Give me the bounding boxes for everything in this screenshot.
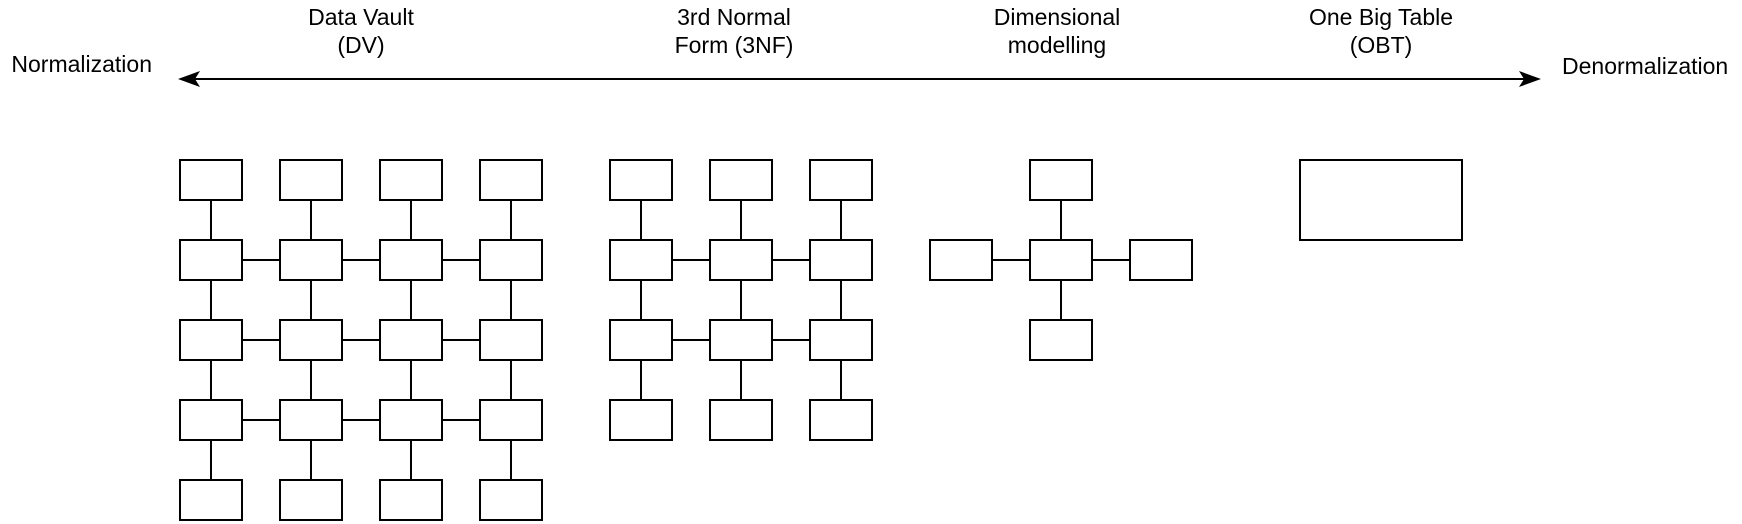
approach-title-line2: modelling: [1007, 32, 1107, 58]
3nf-table-node: [809, 399, 873, 441]
dimensional-modelling-fact-node: [1029, 239, 1093, 281]
3nf-table-node: [709, 239, 773, 281]
data-vault-table-node: [179, 159, 243, 201]
approach-title-3nf: 3rd Normal Form (3NF): [675, 3, 794, 59]
approach-title-line1: Data Vault: [308, 4, 414, 30]
dimensional-modelling-dimension-node: [1129, 239, 1193, 281]
data-vault-table-node: [479, 479, 543, 521]
data-vault-table-node: [479, 319, 543, 361]
data-vault-table-node: [479, 239, 543, 281]
3nf-table-node: [809, 159, 873, 201]
3nf-table-node: [609, 239, 673, 281]
axis-label-normalization: Normalization: [11, 51, 152, 77]
dimensional-modelling-dimension-node: [1029, 319, 1093, 361]
data-vault-table-node: [279, 479, 343, 521]
approach-title-dimensional-modelling: Dimensional modelling: [994, 3, 1121, 59]
dimensional-modelling-dimension-node: [1029, 159, 1093, 201]
3nf-table-node: [609, 319, 673, 361]
approach-title-line1: 3rd Normal: [677, 4, 791, 30]
axis-arrowhead-left: [178, 71, 200, 87]
data-vault-table-node: [179, 399, 243, 441]
data-vault-table-node: [479, 159, 543, 201]
data-vault-table-node: [179, 239, 243, 281]
3nf-table-node: [609, 159, 673, 201]
3nf-table-node: [709, 159, 773, 201]
data-vault-table-node: [279, 399, 343, 441]
3nf-table-node: [809, 239, 873, 281]
3nf-table-node: [709, 319, 773, 361]
approach-title-line2: (OBT): [1349, 32, 1413, 58]
axis-arrowhead-right: [1519, 71, 1541, 87]
data-vault-table-node: [379, 479, 443, 521]
data-vault-table-node: [279, 159, 343, 201]
data-vault-table-node: [179, 319, 243, 361]
approach-title-line1: One Big Table: [1308, 4, 1454, 30]
data-vault-table-node: [379, 239, 443, 281]
axis-label-denormalization: Denormalization: [1562, 53, 1729, 79]
approach-title-line1: Dimensional: [993, 4, 1121, 30]
approach-title-data-vault: Data Vault (DV): [308, 3, 414, 59]
approach-title-line2: (DV): [337, 32, 385, 58]
data-vault-table-node: [179, 479, 243, 521]
data-vault-table-node: [379, 319, 443, 361]
data-vault-table-node: [479, 399, 543, 441]
approach-title-line2: Form (3NF): [674, 32, 794, 58]
data-vault-table-node: [379, 159, 443, 201]
one-big-table-table-node: [1299, 159, 1463, 241]
data-vault-table-node: [279, 239, 343, 281]
data-vault-table-node: [279, 319, 343, 361]
approach-title-one-big-table: One Big Table (OBT): [1309, 3, 1453, 59]
data-vault-table-node: [379, 399, 443, 441]
3nf-table-node: [609, 399, 673, 441]
3nf-table-node: [809, 319, 873, 361]
3nf-table-node: [709, 399, 773, 441]
dimensional-modelling-dimension-node: [929, 239, 993, 281]
